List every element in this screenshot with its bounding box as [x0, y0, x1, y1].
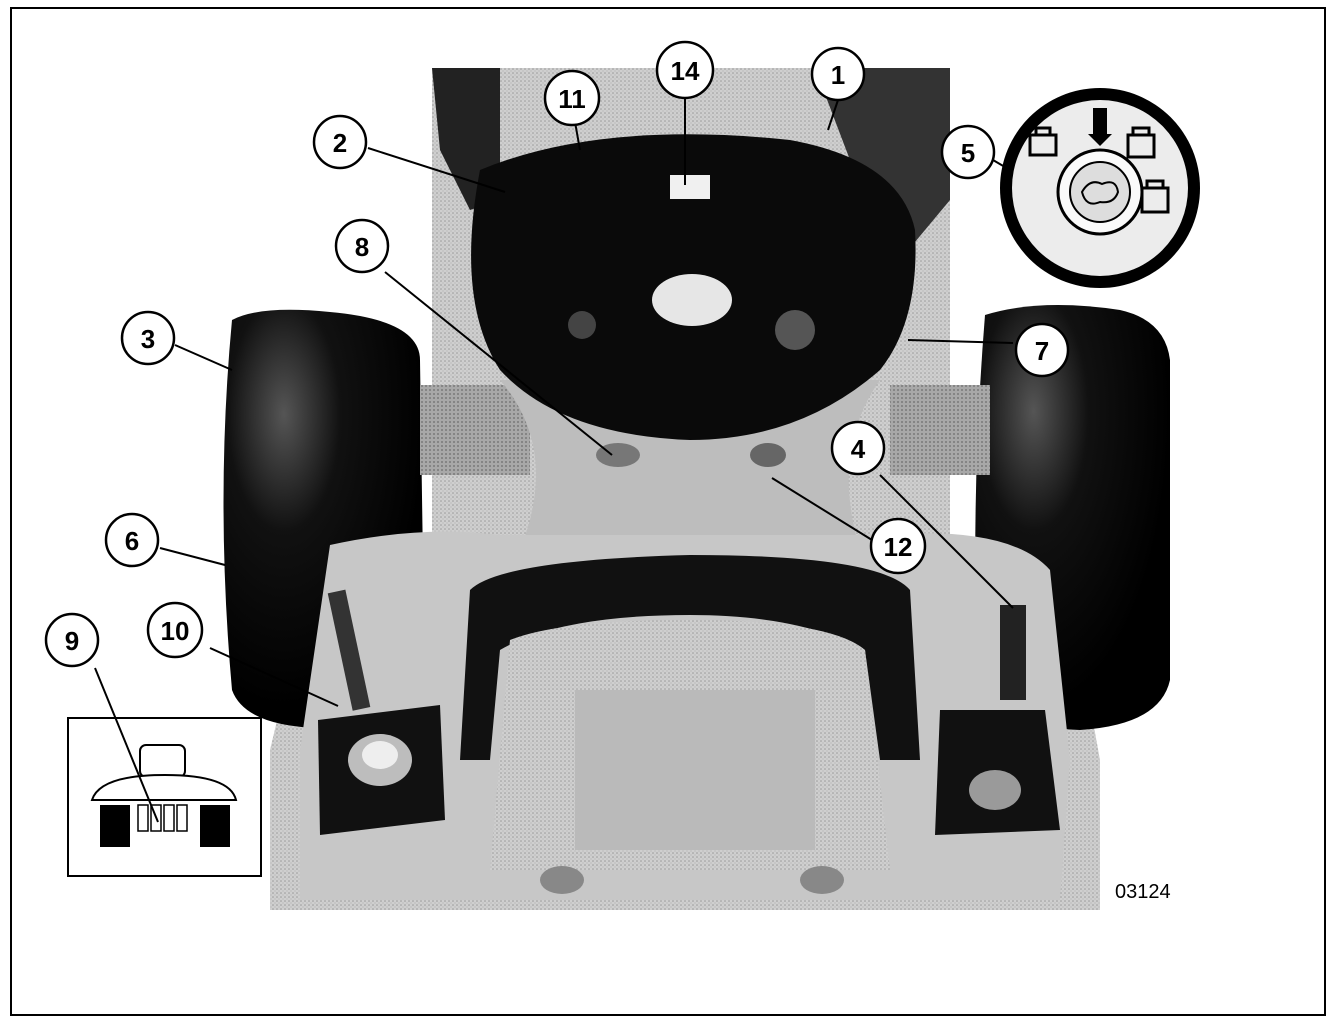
leader-5 [992, 159, 1011, 171]
right-spring [800, 866, 844, 894]
rear-detail-inset [67, 717, 262, 877]
leader-11 [574, 121, 581, 151]
callout-6-label: 6 [125, 526, 139, 556]
callout-4-label: 4 [851, 434, 866, 464]
left-spring [540, 866, 584, 894]
left-control-knob-center [362, 741, 398, 769]
callout-11: 11 [543, 69, 601, 127]
right-axle-bracket [890, 385, 990, 475]
callout-3-label: 3 [141, 324, 155, 354]
leader-4 [879, 474, 1014, 609]
callout-12: 12 [869, 517, 927, 575]
callout-8-label: 8 [355, 232, 369, 262]
callout-11-label: 11 [558, 84, 586, 114]
callout-2: 2 [312, 114, 368, 170]
leader-3 [174, 344, 233, 371]
engine-start-icon [1140, 179, 1170, 214]
callout-14: 14 [655, 40, 715, 100]
callout-12-label: 12 [884, 532, 913, 562]
leader-10 [209, 647, 339, 707]
callout-2-label: 2 [333, 128, 347, 158]
callout-6: 6 [104, 512, 160, 568]
leader-1 [827, 99, 839, 131]
center-indicator [670, 175, 710, 199]
seat-back-right [815, 68, 950, 260]
ignition-key-slot [1069, 161, 1131, 223]
right-cup [969, 770, 1021, 810]
leader-2 [367, 147, 506, 193]
callout-9: 9 [44, 612, 100, 668]
rear-detail-left-wheel [100, 805, 130, 847]
rear-detail-seat [139, 744, 186, 778]
callout-7: 7 [1014, 322, 1070, 378]
left-axle-bracket [420, 385, 530, 475]
right-pedal [750, 443, 786, 467]
leader-8 [384, 271, 613, 456]
seat-plate [575, 690, 815, 850]
leader-lines [94, 98, 1014, 823]
leader-12 [771, 477, 873, 541]
rear-detail-right-wheel [200, 805, 230, 847]
callout-1: 1 [810, 46, 866, 102]
dash-knob-left [568, 311, 596, 339]
callout-8: 8 [334, 218, 390, 274]
right-lever-handle [1000, 605, 1026, 700]
choke-icon [1088, 108, 1112, 146]
callout-5-label: 5 [961, 138, 975, 168]
callout-4: 4 [830, 420, 886, 476]
seat [460, 555, 920, 760]
engine-run-icon [1126, 126, 1156, 159]
callout-7-label: 7 [1035, 336, 1049, 366]
callout-10: 10 [146, 601, 204, 659]
leader-9 [94, 667, 159, 823]
callout-9-label: 9 [65, 626, 79, 656]
figure-code: 03124 [1115, 881, 1171, 903]
tractor-photo [223, 68, 1170, 910]
callout-1-label: 1 [831, 60, 845, 90]
ignition-switch-inset [1000, 88, 1200, 288]
left-pedal [596, 443, 640, 467]
leader-6 [159, 547, 226, 566]
engine-stop-icon [1028, 126, 1058, 157]
steering-hub [652, 274, 732, 326]
leader-7 [907, 339, 1014, 344]
ignition-key-icon [1080, 181, 1120, 205]
dash-knob-right [775, 310, 815, 350]
callout-3: 3 [120, 310, 176, 366]
callout-10-label: 10 [161, 616, 190, 646]
left-lever-handle [327, 589, 371, 711]
rear-detail-deck [90, 773, 238, 801]
callout-5: 5 [940, 124, 996, 180]
callout-14-label: 14 [671, 56, 700, 86]
